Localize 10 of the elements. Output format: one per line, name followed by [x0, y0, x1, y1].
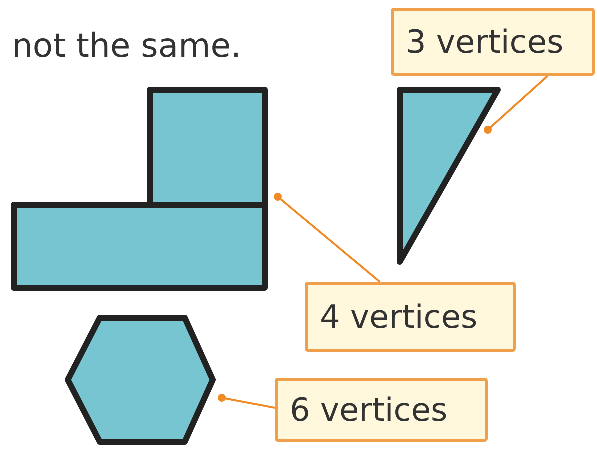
heading-text: not the same. [12, 26, 242, 65]
callout-box: 6 vertices [275, 378, 488, 442]
callout-box: 4 vertices [305, 282, 516, 352]
triangle-shape [397, 87, 501, 265]
leader-line [274, 193, 381, 283]
polygon-shape [11, 87, 268, 291]
callout-box: 3 vertices [391, 8, 595, 76]
leader-line [484, 75, 549, 134]
hexagon-shape [65, 315, 216, 445]
leader-line [218, 394, 276, 409]
